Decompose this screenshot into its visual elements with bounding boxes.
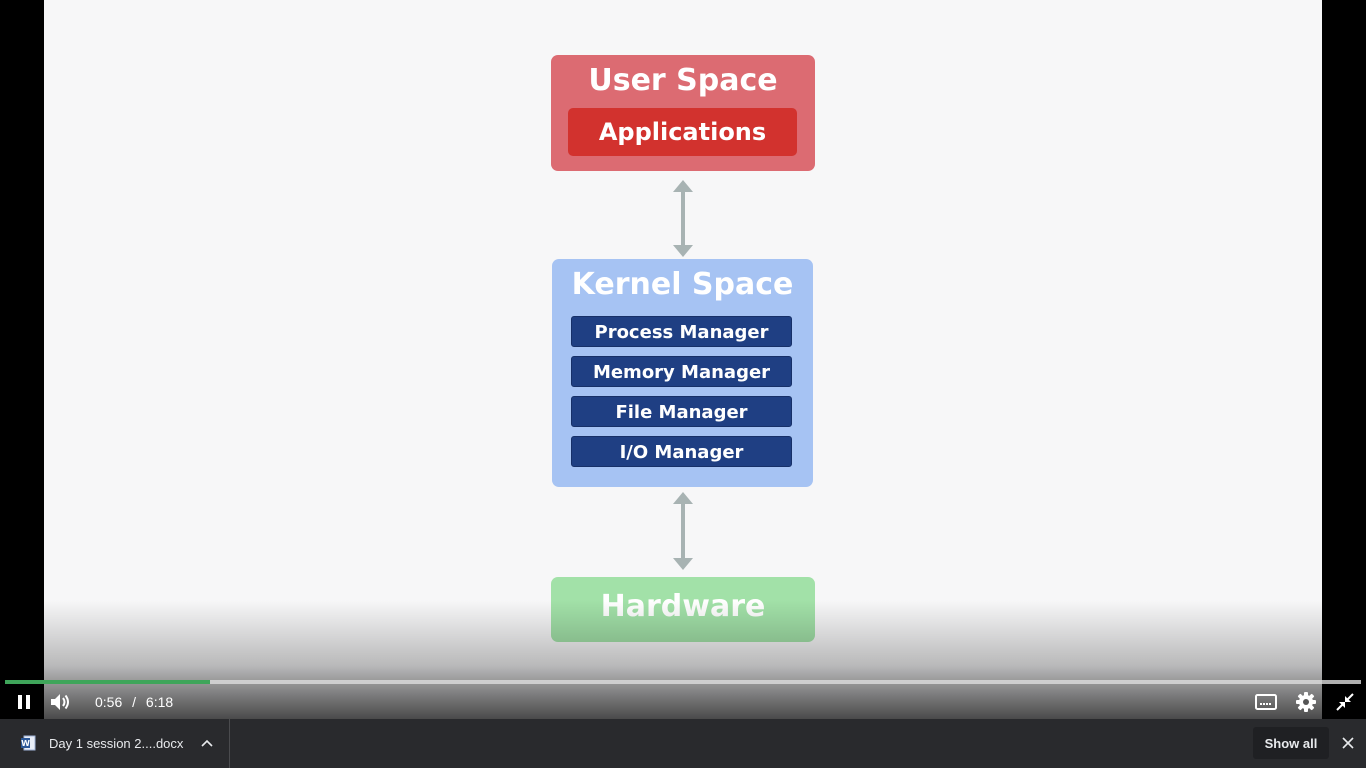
exit-fullscreen-button[interactable] bbox=[1334, 691, 1356, 713]
controls-gradient bbox=[0, 600, 1366, 719]
captions-button[interactable] bbox=[1253, 691, 1279, 713]
applications-box: Applications bbox=[568, 108, 797, 156]
time-separator: / bbox=[132, 694, 137, 710]
download-file-name: Day 1 session 2....docx bbox=[49, 736, 184, 751]
memory-manager-box: Memory Manager bbox=[571, 356, 792, 387]
settings-button[interactable] bbox=[1294, 690, 1318, 714]
seek-bar[interactable] bbox=[5, 680, 1361, 684]
volume-icon bbox=[51, 694, 69, 710]
io-manager-box: I/O Manager bbox=[571, 436, 792, 467]
chevron-up-icon[interactable] bbox=[201, 738, 213, 748]
close-icon[interactable] bbox=[1342, 737, 1354, 749]
word-doc-icon: W bbox=[21, 735, 36, 751]
time-display: 0:56 / 6:18 bbox=[95, 693, 173, 711]
svg-text:W: W bbox=[21, 739, 30, 748]
video-frame[interactable]: User Space Applications Kernel Space Pro… bbox=[44, 0, 1322, 719]
pause-icon bbox=[18, 695, 30, 709]
double-arrow-icon bbox=[673, 180, 693, 257]
gear-icon bbox=[1296, 692, 1316, 712]
file-manager-box: File Manager bbox=[571, 396, 792, 427]
play-pause-button[interactable] bbox=[12, 691, 36, 713]
current-time: 0:56 bbox=[95, 694, 123, 710]
user-space-title: User Space bbox=[588, 63, 778, 98]
duration: 6:18 bbox=[145, 694, 174, 710]
download-item[interactable]: W Day 1 session 2....docx bbox=[0, 719, 230, 768]
kernel-space-box: Kernel Space Process Manager Memory Mana… bbox=[552, 259, 813, 487]
process-manager-box: Process Manager bbox=[571, 316, 792, 347]
kernel-space-title: Kernel Space bbox=[571, 267, 794, 302]
double-arrow-icon bbox=[673, 492, 693, 570]
captions-icon bbox=[1255, 694, 1277, 710]
download-shelf: W Day 1 session 2....docx Show all bbox=[0, 719, 1366, 768]
show-all-button[interactable]: Show all bbox=[1253, 727, 1329, 759]
video-player[interactable]: User Space Applications Kernel Space Pro… bbox=[0, 0, 1366, 719]
volume-button[interactable] bbox=[48, 690, 74, 714]
user-space-box: User Space Applications bbox=[551, 55, 815, 171]
seek-bar-played bbox=[5, 680, 210, 684]
exit-fullscreen-icon bbox=[1336, 693, 1354, 711]
